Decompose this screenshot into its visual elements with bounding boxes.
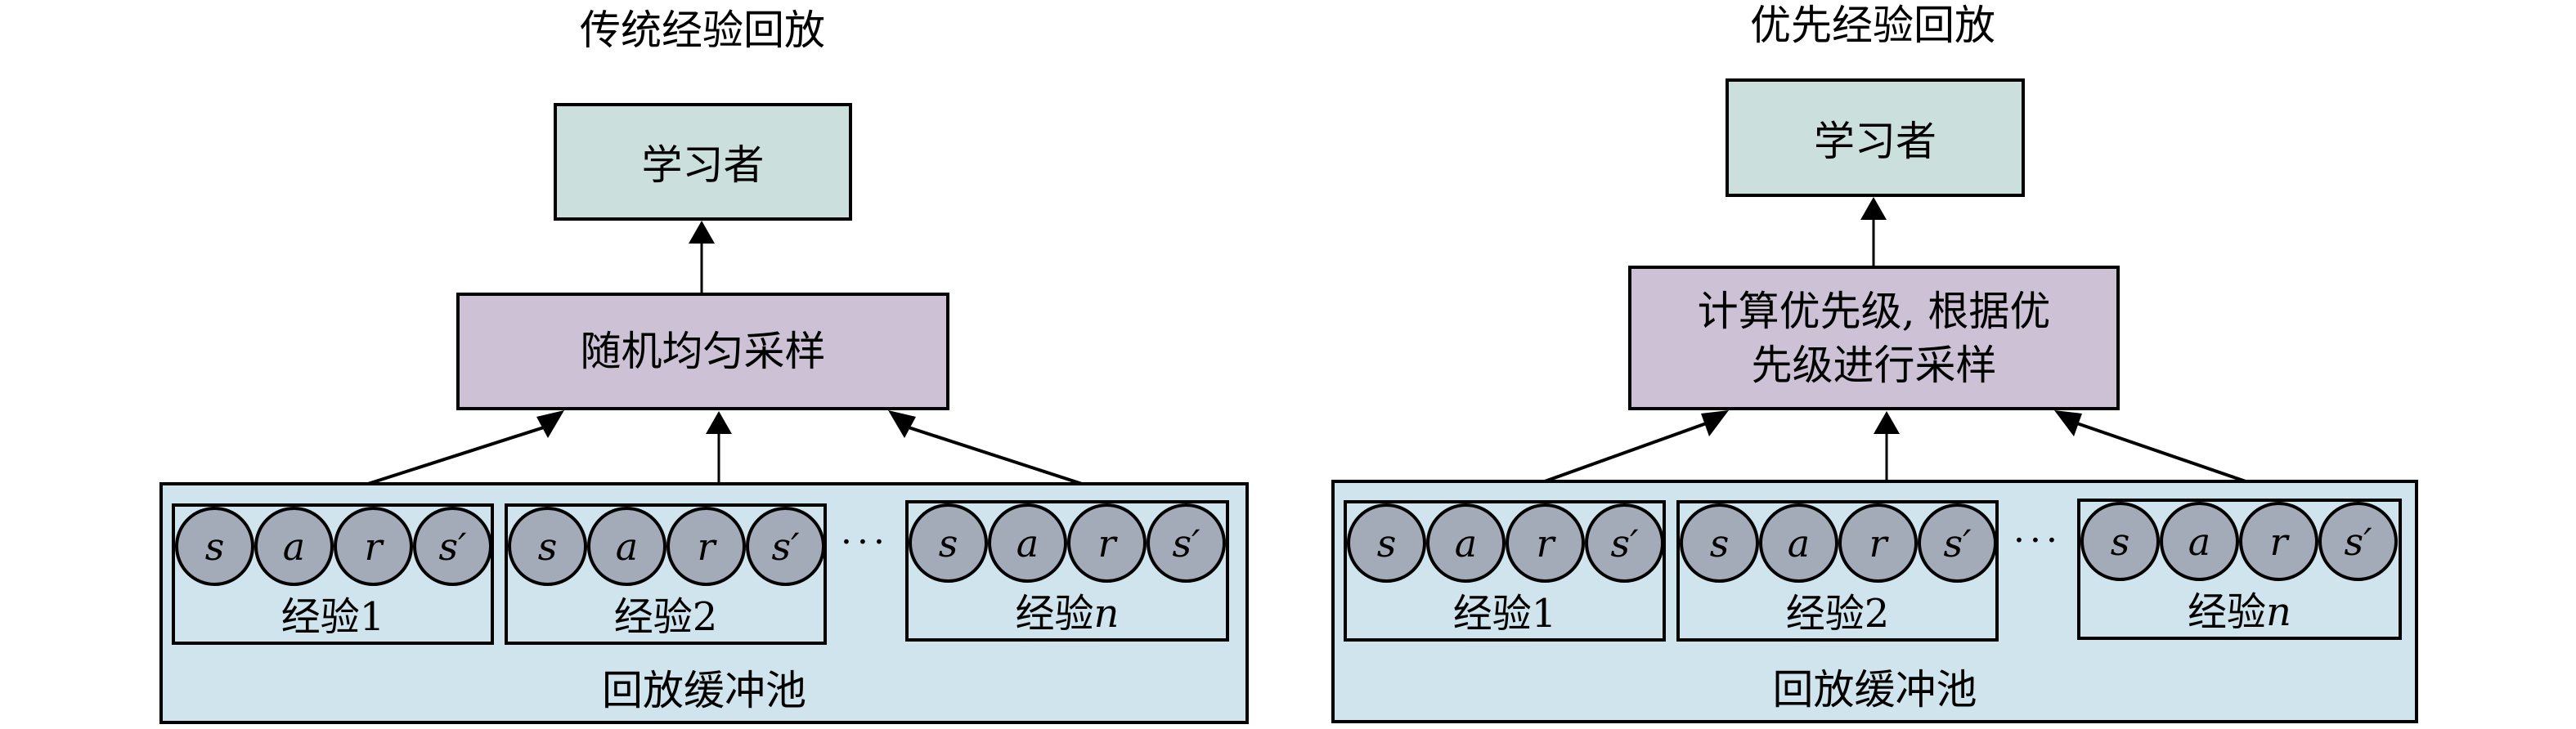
experience-label-text: 经验 [1785,591,1865,637]
arrowhead [1874,411,1900,434]
field-circle-s: s [175,507,254,586]
arrowhead [689,221,715,244]
panel-title: 优先经验回放 [1750,2,1995,49]
experience-label: 经验1 [175,597,491,637]
sampler-text-line: 随机均匀采样 [580,328,826,375]
field-circle-r: r [334,507,413,586]
pool-label: 回放缓冲池 [1772,666,1977,713]
experience-index: 1 [359,594,385,640]
panel-title: 传统经验回放 [580,7,825,54]
field-symbol: s [2110,519,2130,564]
field-circle-s: s [1347,503,1426,583]
field-circle-r: r [1067,503,1147,583]
sampler-text-line: 计算优先级, 根据优 [1697,287,2051,335]
experience-index: 2 [692,594,718,640]
field-circle-a: a [988,503,1067,583]
arrow-pool-to-sampler-left [1544,420,1712,483]
ellipsis-dots: ··· [2013,520,2062,561]
learner-label: 学习者 [1814,117,1936,165]
field-circle-a: a [1759,503,1838,583]
field-circle-a: a [1426,503,1506,583]
experience-n: s a r s′ 经验n [2077,499,2402,640]
field-circle-s-prime: s′ [2318,502,2398,581]
experience-label: 经验2 [1680,594,1995,633]
arrow-pool-to-sampler-right [2071,420,2246,483]
arrowhead [2054,410,2082,436]
field-circle-r: r [2239,502,2318,581]
field-circle-s: s [909,503,988,583]
experience-1: s a r s′ 经验1 [172,503,494,645]
arrowhead [888,410,916,438]
field-symbol: a [1787,521,1811,566]
field-circle-r: r [666,507,746,586]
learner-label: 学习者 [641,141,765,189]
field-symbol: a [1454,521,1478,566]
experience-label: 经验1 [1347,594,1663,633]
field-circle-s-prime: s′ [746,507,825,586]
learner-box: 学习者 [554,103,852,221]
field-symbol: a [1016,521,1039,566]
experience-label-text: 经验 [2188,589,2267,635]
field-symbol: s [1376,521,1397,566]
experience-label-text: 经验 [280,594,360,640]
ellipsis-dots: ··· [841,521,890,563]
field-symbol: r [2269,519,2288,564]
field-circle-s-prime: s′ [1147,503,1226,583]
field-symbol: r [364,524,383,569]
experience-label: 经验2 [508,597,824,637]
experience-2: s a r s′ 经验2 [1676,500,1999,642]
sampler-box: 计算优先级, 根据优 先级进行采样 [1628,266,2120,410]
experience-label-text: 经验 [1452,591,1532,637]
field-symbol: s′ [2344,519,2372,564]
field-symbol: a [2188,519,2211,564]
field-symbol: a [282,524,306,569]
experience-index: 1 [1531,591,1557,637]
field-symbol: s′ [1610,521,1639,566]
field-symbol: r [1097,521,1116,566]
experience-index: n [1093,591,1120,637]
field-circle-r: r [1506,503,1585,583]
field-symbol: s′ [1172,521,1200,566]
experience-1: s a r s′ 经验1 [1344,500,1666,642]
experience-index: n [2266,589,2291,635]
field-circle-a: a [254,507,334,586]
field-circle-s-prime: s′ [1585,503,1664,583]
field-circle-s-prime: s′ [1918,503,1997,583]
field-circle-s: s [508,507,587,586]
field-symbol: s [204,524,225,569]
experience-index: 2 [1864,591,1890,637]
learner-box: 学习者 [1726,78,2025,197]
field-symbol: s [938,521,958,566]
arrowhead [536,410,564,438]
field-symbol: s′ [1943,521,1972,566]
arrowhead [1701,410,1729,436]
pool-label: 回放缓冲池 [602,667,806,714]
experience-label-text: 经验 [1015,591,1094,637]
field-symbol: s [1709,521,1730,566]
field-circle-r: r [1838,503,1918,583]
field-symbol: s′ [771,524,800,569]
field-symbol: a [615,524,639,569]
field-symbol: r [1869,521,1887,566]
field-symbol: s′ [438,524,467,569]
field-symbol: s [537,524,558,569]
field-circle-s: s [1680,503,1759,583]
field-circle-s: s [2080,502,2160,581]
experience-label-text: 经验 [613,594,693,640]
experience-n: s a r s′ 经验n [905,500,1229,642]
experience-label: 经验n [2080,593,2399,632]
field-symbol: r [1536,521,1555,566]
sampler-text-line: 先级进行采样 [1751,341,1997,389]
field-circle-s-prime: s′ [413,507,492,586]
field-symbol: r [697,524,716,569]
arrow-pool-to-sampler-left [367,425,547,485]
experience-label: 经验n [909,594,1226,633]
arrowhead [706,411,732,434]
experience-2: s a r s′ 经验2 [505,503,827,645]
arrowhead [1860,197,1887,220]
arrow-pool-to-sampler-right [905,425,1083,485]
sampler-box: 随机均匀采样 [456,293,949,410]
field-circle-a: a [587,507,666,586]
field-circle-a: a [2160,502,2239,581]
